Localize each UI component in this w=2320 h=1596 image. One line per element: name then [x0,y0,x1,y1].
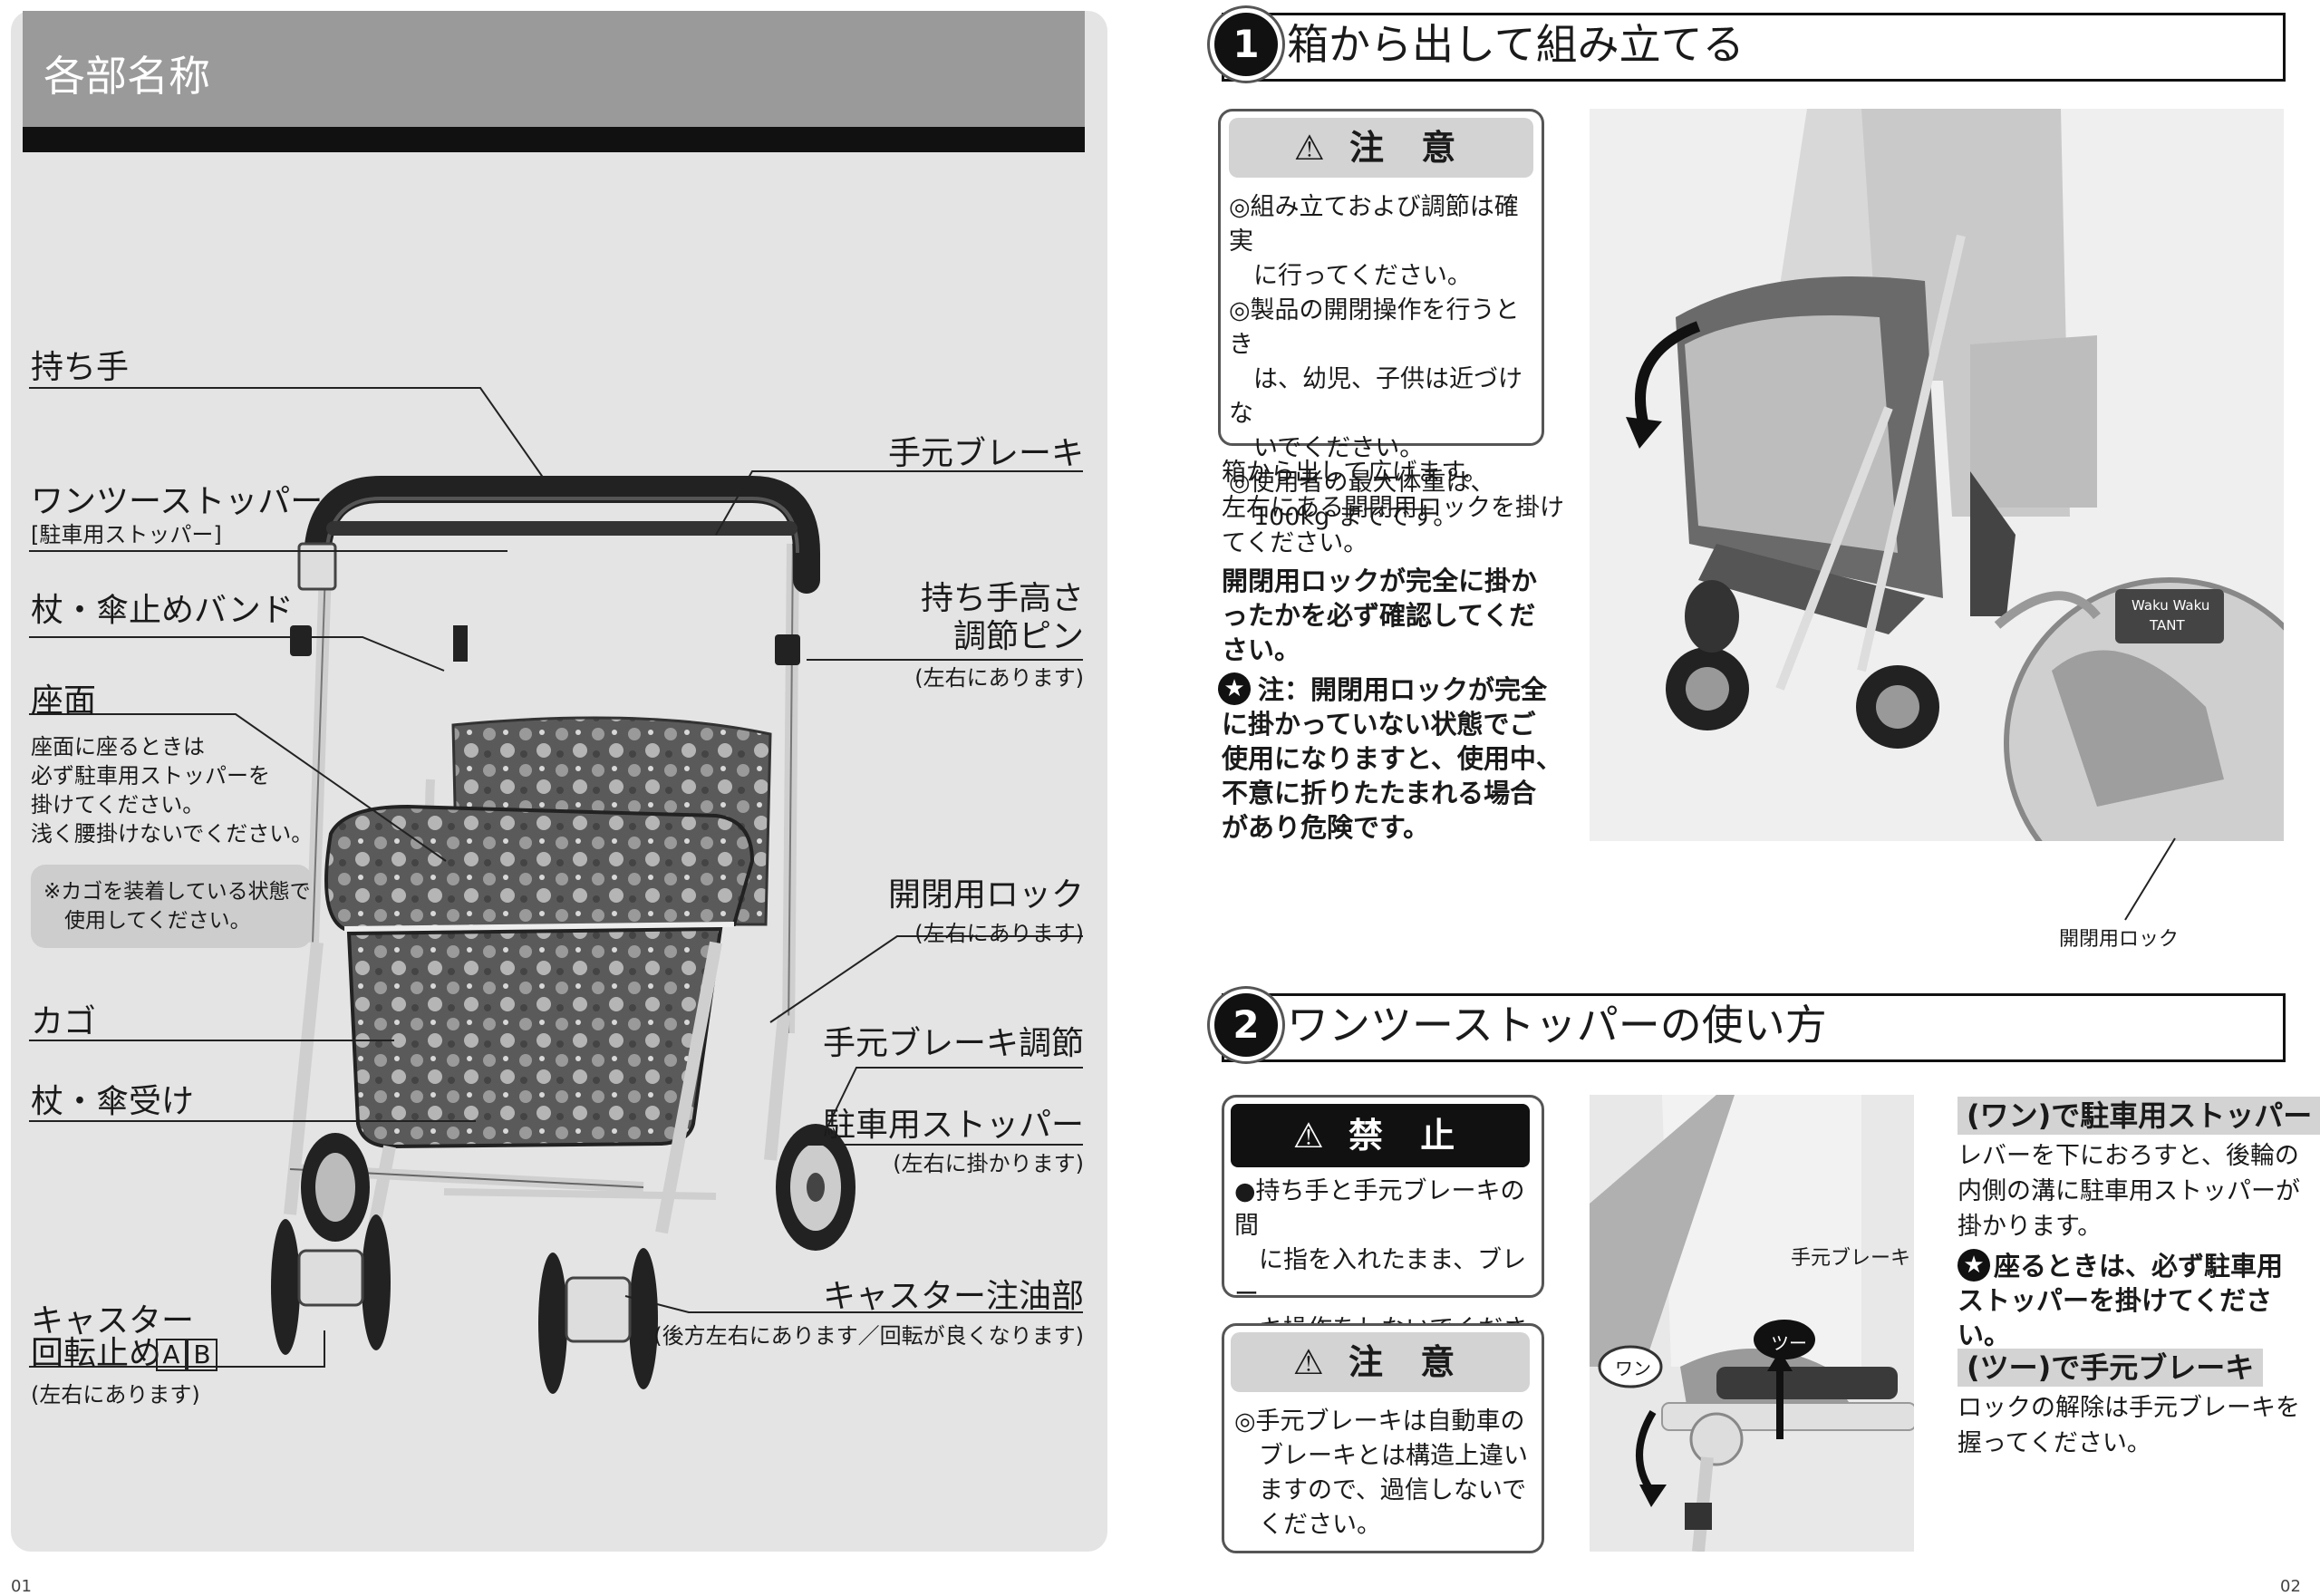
label-one-two-stopper: ワンツーストッパー [31,483,324,520]
step1-photo-label: 開閉用ロック [2059,928,2180,951]
star-icon: ★ [1218,672,1251,705]
label-caster-oil-sub: (後方左右にあります／回転が良くなります) [653,1323,1084,1349]
warning-icon: ⚠ [1293,128,1325,168]
label-caster-lock-sub: (左右にあります) [31,1382,200,1407]
label-caster-oil: キャスター注油部 [822,1278,1084,1315]
photo-label-leader [2124,837,2176,921]
page-number-left: 01 [11,1577,32,1596]
step1-note-bold: 注：開閉用ロックが完全 に掛かっていない状態でご 使用になりますと、使用中、 不… [1222,674,1562,843]
label-hand-brake-adjust: 手元ブレーキ調節 [822,1025,1084,1062]
one-bold: 座るときは、必ず駐車用 ストッパーを掛けてください。 [1958,1251,2284,1350]
label-cane-band: 杖・傘止めバンド [31,592,294,629]
step1-instructions-bold: 開閉用ロックが完全に掛か ったかを必ず確認してくだ さい。 [1222,566,1538,665]
label-basket: カゴ [31,1003,97,1040]
caster-lock-b-badge: B [187,1339,218,1371]
label-handle-height-pin: 持ち手高さ 調節ピン [920,580,1084,655]
section-header-bar [23,127,1085,152]
photo-brake-label: 手元ブレーキ [1791,1247,1911,1270]
photo-two-label: ツー [1771,1332,1807,1354]
label-parking-stopper-sub: (左右に掛かります) [893,1151,1084,1176]
one-heading: (ワン)で駐車用ストッパー [1958,1097,2320,1135]
two-text: ロックの解除は手元ブレーキを 握ってください。 [1958,1394,2300,1457]
step1-instructions: 箱から出して広げます。 左右にある開閉用ロックを掛け てください。 [1222,459,1564,557]
step1-number: 1 [1214,13,1278,76]
label-parking-stopper: 駐車用ストッパー [822,1107,1084,1144]
step2-caution-title: 注 意 [1348,1342,1468,1382]
step1-caution-text: ◎組み立ておよび調節は確実 に行ってください。 ◎製品の開閉操作を行うとき は、… [1229,193,1522,531]
two-heading: (ツー)で手元ブレーキ [1958,1349,2264,1387]
step2-photo [1590,1095,1914,1552]
page-number-right: 02 [2280,1577,2301,1596]
label-caster-lock: キャスター 回転止め [31,1302,195,1372]
label-handle-height-pin-sub: (左右にあります) [914,665,1084,691]
prohibit-header: ⚠ 禁 止 [1231,1104,1530,1167]
warning-icon: ⚠ [1292,1116,1324,1156]
shopping-cart-illustration [271,476,856,1394]
star-icon: ★ [1958,1249,1990,1282]
section-header [23,11,1085,127]
step2-caution-header: ⚠ 注 意 [1231,1332,1530,1392]
seat-note-box-text: ※カゴを装着している状態で 使用してください。 [44,880,311,933]
one-text: レバーを下におろすと、後輪の 内側の溝に駐車用ストッパーが 掛かります。 [1958,1142,2300,1241]
label-fold-lock: 開閉用ロック [887,876,1084,914]
leader-lines [29,387,1083,1368]
caster-lock-a-badge: A [156,1339,187,1371]
label-hand-brake: 手元ブレーキ [887,435,1084,472]
prohibit-title: 禁 止 [1348,1116,1468,1156]
step1-caution-title: 注 意 [1349,128,1469,168]
step1-caution-header: ⚠ 注 意 [1229,118,1533,178]
photo-one-label: ワン [1615,1358,1651,1379]
label-cane-holder: 杖・傘受け [31,1083,195,1120]
step2-title: ワンツーストッパーの使い方 [1287,1001,1827,1049]
section-title: 各部名称 [44,52,210,101]
label-seat: 座面 [31,682,97,720]
label-fold-lock-sub: (左右にあります) [914,921,1084,946]
step1-title: 箱から出して組み立てる [1287,20,1745,69]
seat-note-box [31,865,312,948]
brand-tag-line1: Waku Waku [2132,597,2209,614]
step2-number: 2 [1214,993,1278,1057]
warning-icon: ⚠ [1292,1342,1324,1382]
label-handle: 持ち手 [31,349,130,386]
step1-header [1222,13,2286,82]
step1-photo: Waku Waku TANT [1590,109,2284,841]
brand-tag-line2: TANT [2149,617,2185,634]
seat-note: 座面に座るときは 必ず駐車用ストッパーを 掛けてください。 浅く腰掛けないでくだ… [31,734,314,846]
label-one-two-stopper-sub: [駐車用ストッパー] [31,522,222,547]
step2-caution-text: ◎手元ブレーキは自動車の ブレーキとは構造上違い ますので、過信しないで くださ… [1234,1407,1528,1539]
